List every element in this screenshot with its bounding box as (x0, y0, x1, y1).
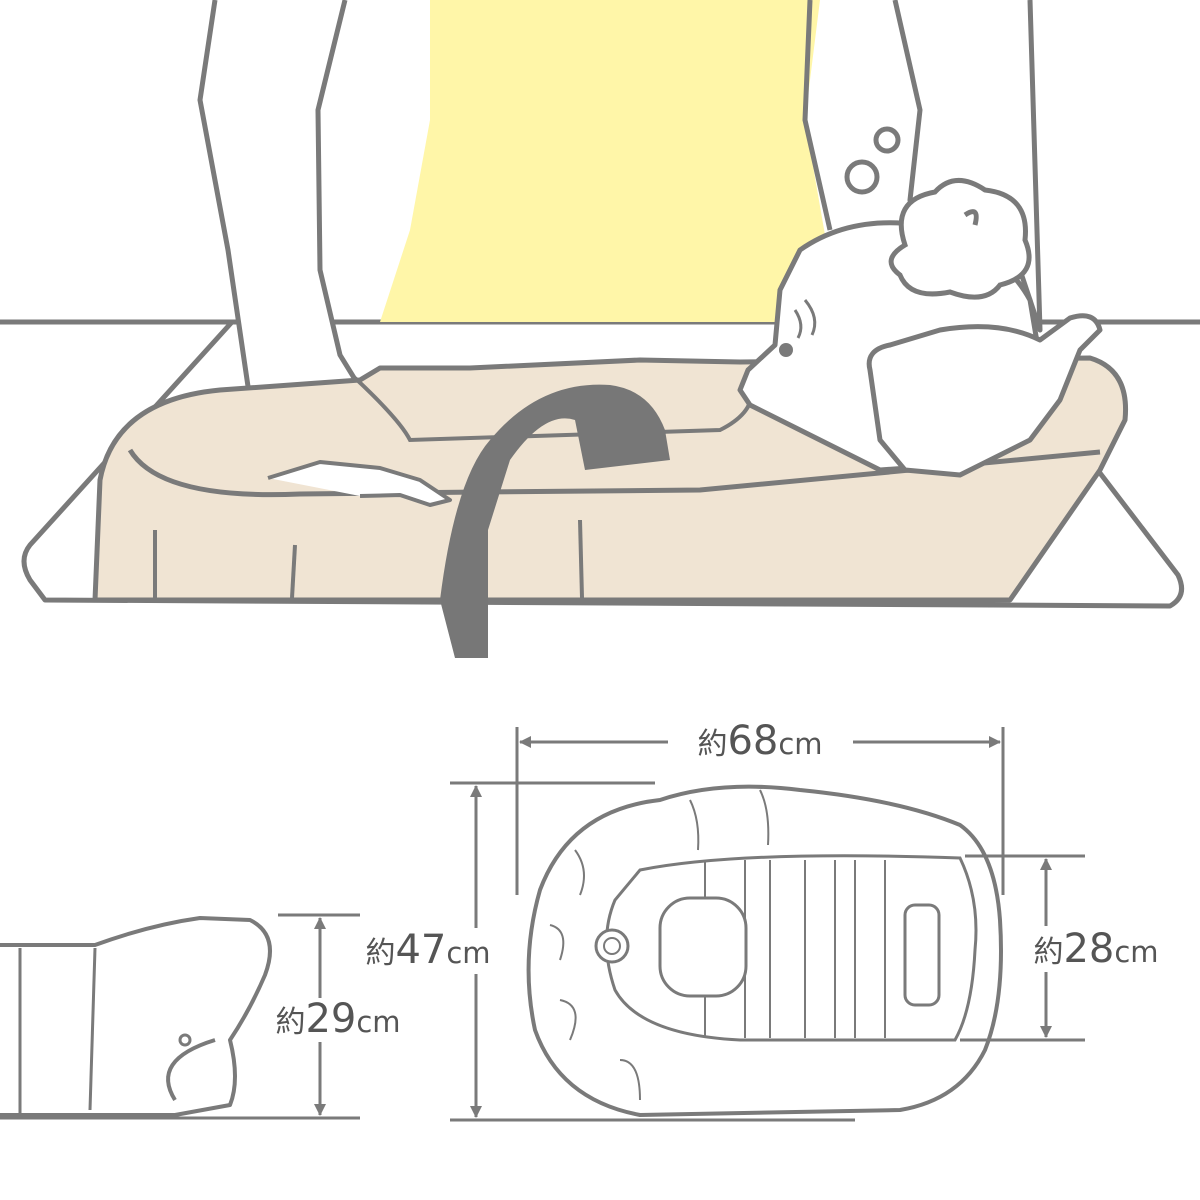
sink-basin (21, 320, 1185, 609)
tub-side-outline (0, 916, 272, 1117)
width-label: 約47cm (365, 927, 490, 973)
inner-width-label: 約28cm (1033, 926, 1158, 972)
bathing-scene (0, 0, 1200, 658)
shirt (380, 0, 825, 322)
length-label: 約68cm (697, 718, 822, 764)
height-label: 約29cm (275, 996, 400, 1042)
hand (267, 460, 452, 507)
handle-slot (903, 903, 941, 1007)
top-view: 約68cm 約47cm 約28cm (352, 718, 1178, 1122)
supporting-hand (866, 313, 1103, 478)
seat-cushion (658, 896, 748, 998)
baby-eye (779, 343, 793, 357)
side-view: 約29cm (0, 913, 412, 1120)
soap-foam (844, 126, 1032, 300)
shower-hose (440, 384, 670, 658)
valve-icon (594, 928, 630, 964)
